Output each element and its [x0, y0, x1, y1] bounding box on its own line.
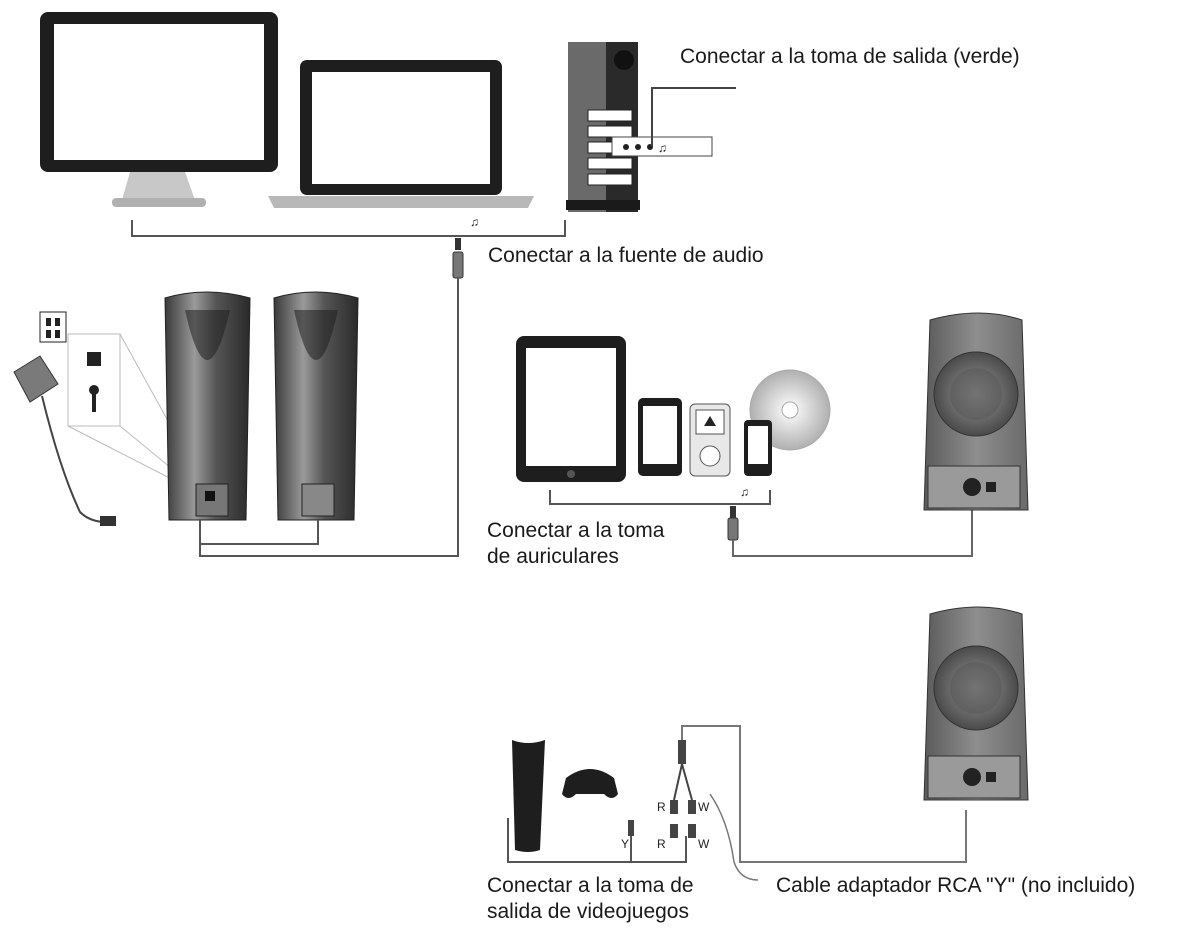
rca-y-cable — [507, 725, 967, 881]
headphone-icon-mobile: ♫ — [740, 485, 749, 499]
laptop — [268, 60, 534, 208]
tablet — [516, 336, 626, 482]
audio-plug — [452, 238, 464, 279]
game-console — [512, 740, 545, 852]
label-rca-y-cable: Cable adaptador RCA "Y" (no incluido) — [776, 874, 1136, 897]
rca-yellow-label: Y — [621, 837, 629, 851]
label-game-output-line1: Conectar a la toma de — [487, 874, 694, 897]
label-game-output-line2: salida de videojuegos — [487, 900, 689, 923]
rca-red-label-top: R — [657, 800, 666, 814]
subwoofer-1 — [923, 312, 1029, 511]
mp3-player — [744, 420, 772, 476]
game-controller — [562, 769, 618, 798]
rca-white-label-top: W — [698, 800, 710, 814]
mobile-plug — [727, 506, 739, 541]
rca-white-label-bottom: W — [698, 837, 710, 851]
right-satellite-speaker — [273, 291, 359, 521]
label-audio-source: Conectar a la fuente de audio — [488, 244, 764, 267]
svg-text:♫: ♫ — [658, 141, 667, 155]
left-satellite-speaker — [164, 291, 251, 521]
label-output-jack-green: Conectar a la toma de salida (verde) — [680, 45, 1020, 68]
smartphone — [638, 398, 682, 476]
power-adapter — [13, 355, 116, 526]
desktop-monitor — [40, 12, 278, 207]
power-jack-callout — [67, 333, 206, 497]
label-headphone-jack-line1: Conectar a la toma — [487, 519, 665, 542]
rca-red-label-bottom: R — [657, 837, 666, 851]
headphone-icon: ♫ — [470, 215, 479, 229]
wall-outlet — [39, 311, 67, 343]
pc-tower: ♫ — [566, 42, 736, 212]
media-player — [689, 403, 731, 477]
label-headphone-jack-line2: de auriculares — [487, 545, 619, 568]
subwoofer-2 — [923, 606, 1029, 801]
